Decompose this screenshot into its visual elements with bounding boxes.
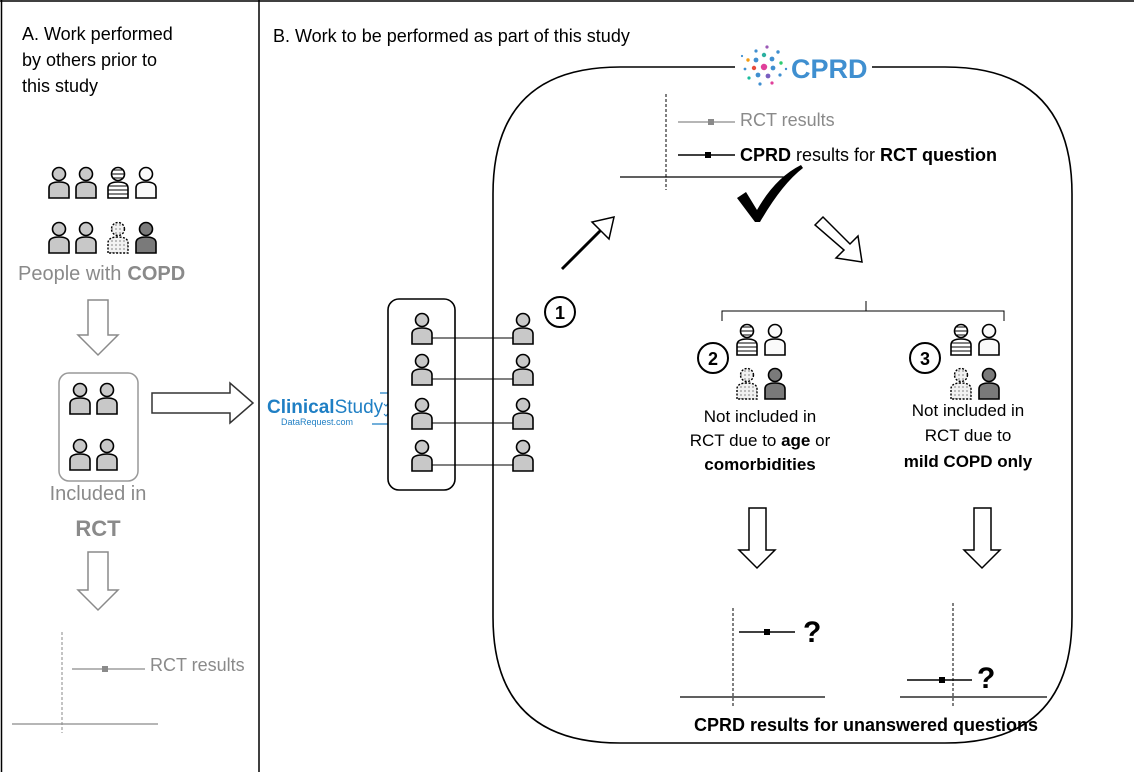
person-icon (411, 439, 433, 472)
trial-participant-icons (411, 312, 433, 472)
panel-b-title: B. Work to be performed as part of this … (273, 26, 630, 46)
forest-plot-cprd-rct-question: RCT results CPRD results for RCT questio… (620, 94, 997, 190)
down-arrow-icon (76, 299, 120, 357)
diagonal-up-arrow-icon (560, 216, 615, 271)
person-icon (512, 312, 534, 345)
svg-text:3: 3 (920, 349, 930, 369)
cprd-matched-icons (512, 312, 534, 472)
person-icon (512, 397, 534, 430)
panel-a-title-line3: this study (22, 76, 98, 96)
csdr-logo-sub: DataRequest.com (281, 417, 353, 427)
group-3-line1: Not included in (912, 401, 1024, 420)
person-icon (411, 353, 433, 386)
person-icon-dotted (736, 367, 758, 400)
svg-text:2: 2 (708, 349, 718, 369)
cprd-database-box (492, 66, 1073, 744)
person-icon-dotted (950, 367, 972, 400)
forest-plot-group-3: ? (900, 603, 1047, 707)
panel-b: B. Work to be performed as part of this … (267, 26, 1073, 744)
cprd-rct-question-label: CPRD results for RCT question (740, 145, 997, 165)
person-icon-light (135, 166, 157, 199)
panel-a-title-line2: by others prior to (22, 50, 157, 70)
person-icon-striped (107, 166, 129, 199)
person-icon-dotted (107, 221, 129, 254)
top-rct-results-label: RCT results (740, 110, 835, 130)
question-mark-3: ? (977, 662, 995, 695)
person-icon-light (764, 323, 786, 356)
group-2-line3: comorbidities (704, 455, 815, 474)
cprd-logo-text: CPRD (791, 54, 868, 84)
person-icon-dark (764, 367, 786, 400)
step-1-badge: 1 (544, 296, 576, 328)
group-3-line3: mild COPD only (904, 452, 1033, 471)
unanswered-questions-label: CPRD results for unanswered questions (694, 715, 1038, 735)
person-icon (512, 353, 534, 386)
person-icon (48, 166, 70, 199)
diagonal-down-arrow-icon (813, 215, 863, 263)
person-icon-light (978, 323, 1000, 356)
down-arrow-icon (962, 507, 1002, 570)
panel-a-title-line1: A. Work performed (22, 24, 173, 44)
rct-results-label: RCT results (150, 655, 245, 675)
trial-participants-box (387, 298, 456, 491)
included-in-label: Included in (50, 483, 147, 505)
svg-text:1: 1 (555, 303, 565, 323)
right-arrow-icon (151, 381, 255, 425)
down-arrow-icon (737, 507, 777, 570)
question-mark-2: ? (803, 616, 821, 649)
step-2-badge: 2 (697, 342, 729, 374)
person-icon-dark (978, 367, 1000, 400)
cprd-dots-icon (740, 45, 788, 86)
person-icon-striped (736, 323, 758, 356)
csdr-logo-main: ClinicalStudy (267, 397, 384, 418)
group-3: 3 Not included in RCT due to mild COPD o… (900, 323, 1047, 707)
person-icon (75, 166, 97, 199)
group-2-line1: Not included in (704, 407, 816, 426)
person-icon-dark (135, 221, 157, 254)
person-icon (512, 439, 534, 472)
person-icon (69, 438, 91, 471)
group-2-line2: RCT due to age or (690, 431, 831, 450)
person-icon (411, 397, 433, 430)
linkage-lines (432, 337, 513, 466)
person-icon (96, 382, 118, 415)
person-icon (411, 312, 433, 345)
forest-plot-group-2: ? (680, 608, 825, 707)
cprd-logo: CPRD (740, 45, 868, 86)
down-arrow-icon (76, 551, 120, 612)
group-3-line2: RCT due to (925, 426, 1012, 445)
copd-population-icons (48, 166, 157, 254)
person-icon-striped (950, 323, 972, 356)
person-icon (75, 221, 97, 254)
rct-label: RCT (75, 516, 121, 541)
rct-population-icons (69, 382, 118, 471)
split-bracket (721, 301, 1005, 321)
person-icon (69, 382, 91, 415)
person-icon (96, 438, 118, 471)
forest-plot-rct: RCT results (12, 632, 245, 733)
step-3-badge: 3 (909, 342, 941, 374)
panel-a: A. Work performed by others prior to thi… (12, 24, 245, 733)
group-2: 2 Not included in RCT due to age or como… (680, 323, 831, 707)
checkmark-icon (737, 165, 803, 222)
person-icon (48, 221, 70, 254)
csdr-logo: ClinicalStudy DataRequest.com (267, 392, 398, 427)
